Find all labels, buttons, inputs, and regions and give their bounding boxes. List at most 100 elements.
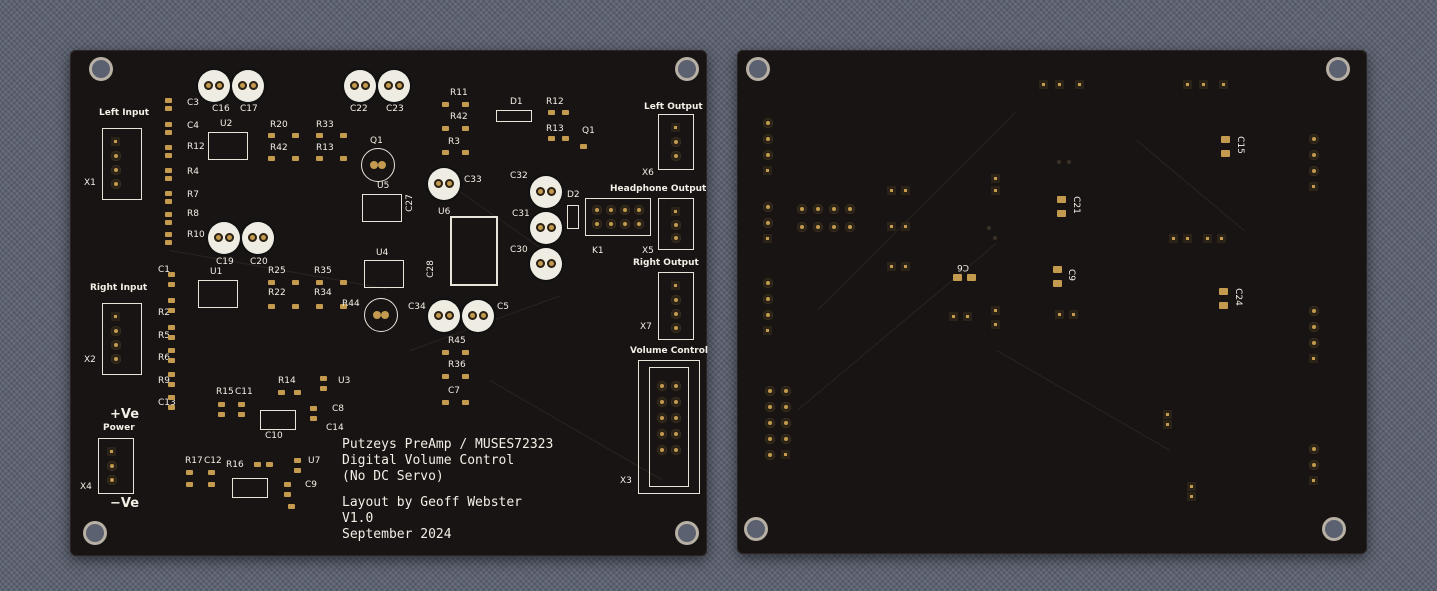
ref-r25: R25 bbox=[268, 266, 286, 276]
ref-u5: U5 bbox=[377, 181, 390, 191]
capacitor-c36 bbox=[364, 298, 398, 332]
ref-back-c15: C15 bbox=[1234, 136, 1245, 154]
ref-c35: Q1 bbox=[370, 136, 383, 146]
capacitor-c17 bbox=[232, 70, 264, 102]
ref-r35: R35 bbox=[314, 266, 332, 276]
label-power-neg: −Ve bbox=[110, 496, 140, 511]
ref-r16: C9 bbox=[305, 480, 318, 490]
capacitor-c35 bbox=[361, 148, 395, 182]
capacitor-c30 bbox=[530, 248, 562, 280]
ref-x1: X1 bbox=[84, 178, 96, 188]
ref-back-c9: C9 bbox=[1066, 268, 1077, 282]
ref-c28: C28 bbox=[425, 260, 436, 278]
ref-r1: R2 bbox=[158, 308, 170, 318]
ref-c5: C5 bbox=[497, 302, 510, 312]
capacitor-c16 bbox=[198, 70, 230, 102]
mounting-hole bbox=[1325, 520, 1343, 538]
ref-r44: R45 bbox=[448, 336, 466, 346]
connector-x7 bbox=[658, 272, 694, 340]
ref-c17: C17 bbox=[240, 104, 258, 114]
capacitor-c23 bbox=[378, 70, 410, 102]
connector-x6 bbox=[658, 114, 694, 170]
ref-r17: R16 bbox=[226, 460, 244, 470]
ref-c20: C20 bbox=[250, 257, 268, 267]
ref-k1: K1 bbox=[592, 246, 604, 256]
mounting-hole bbox=[678, 524, 696, 542]
pcb-back: C15 C21 C6 C9 C24 bbox=[737, 50, 1367, 554]
relay-k1 bbox=[585, 198, 651, 236]
ref-c7: R15 bbox=[216, 387, 234, 397]
ref-r8: R8 bbox=[187, 209, 199, 219]
ref-u2: U2 bbox=[220, 119, 233, 129]
ref-back-c21: C21 bbox=[1070, 196, 1081, 214]
label-left-output: Left Output bbox=[644, 102, 703, 112]
label-power-pos: +Ve bbox=[110, 407, 140, 422]
connector-x2 bbox=[102, 303, 142, 375]
ref-r42: R42 bbox=[450, 112, 468, 122]
ref-x4: X4 bbox=[80, 482, 92, 492]
ref-c16: C16 bbox=[212, 104, 230, 114]
capacitor-c34 bbox=[428, 300, 460, 332]
pcb-front: Left Input X1 Right Input X2 +Ve Power X… bbox=[70, 50, 708, 556]
ref-c4: C4 bbox=[187, 121, 200, 131]
capacitor-c31 bbox=[530, 212, 562, 244]
ref-r11: R11 bbox=[450, 88, 468, 98]
ref-r13: R13 bbox=[546, 124, 564, 134]
ref-r6: R9 bbox=[158, 376, 170, 386]
ref-r33: R33 bbox=[316, 120, 334, 130]
label-left-input: Left Input bbox=[99, 108, 150, 118]
ref-r15: R14 bbox=[278, 376, 296, 386]
ref-c12: U7 bbox=[308, 456, 321, 466]
ref-u6: U6 bbox=[438, 207, 451, 217]
ref-r34: R34 bbox=[314, 288, 332, 298]
ref-x2: X2 bbox=[84, 355, 96, 365]
capacitor-c20 bbox=[242, 222, 274, 254]
ic-u6 bbox=[450, 216, 498, 286]
title-line3: (No DC Servo) bbox=[342, 469, 444, 484]
mounting-hole bbox=[749, 60, 767, 78]
capacitor-c19 bbox=[208, 222, 240, 254]
ref-r10: R10 bbox=[187, 230, 205, 240]
ref-u3: C10 bbox=[265, 431, 283, 441]
ref-r14: C8 bbox=[332, 404, 345, 414]
ic-u4 bbox=[364, 260, 404, 288]
title-line1: Putzeys PreAmp / MUSES72323 bbox=[342, 437, 554, 452]
board-title-block: Putzeys PreAmp / MUSES72323 Digital Volu… bbox=[342, 437, 553, 543]
title-line6: September 2024 bbox=[342, 527, 452, 542]
label-headphone-output: Headphone Output bbox=[610, 184, 707, 194]
capacitor-c32 bbox=[530, 176, 562, 208]
ref-r20: R20 bbox=[270, 120, 288, 130]
ref-r45: R36 bbox=[448, 360, 466, 370]
connector-x3 bbox=[638, 360, 700, 494]
ref-c36: R44 bbox=[342, 299, 360, 309]
ref-r12: R12 bbox=[546, 97, 564, 107]
ref-r36: C7 bbox=[448, 386, 461, 396]
capacitor-c5 bbox=[462, 300, 494, 332]
ref-u1: U1 bbox=[210, 267, 223, 277]
ref-u4: U4 bbox=[376, 248, 389, 258]
ref-c14: C12 bbox=[204, 456, 222, 466]
ref-c31: C31 bbox=[512, 209, 530, 219]
ic-u5 bbox=[362, 194, 402, 222]
connector-x4 bbox=[98, 438, 134, 494]
ref-q1: Q1 bbox=[582, 126, 595, 136]
label-power: Power bbox=[103, 423, 135, 433]
ic-u7 bbox=[232, 478, 268, 498]
ref-r43: R3 bbox=[448, 137, 460, 147]
ref-c32: C32 bbox=[510, 171, 528, 181]
ref-r4: R4 bbox=[187, 167, 199, 177]
ref-r2: R5 bbox=[158, 331, 170, 341]
ic-u3 bbox=[260, 410, 296, 430]
ref-d2: D2 bbox=[567, 190, 580, 200]
mounting-hole bbox=[92, 60, 110, 78]
ref-d1: D1 bbox=[510, 97, 523, 107]
ref-x3: X3 bbox=[620, 476, 632, 486]
capacitor-c33 bbox=[428, 168, 460, 200]
ref-c30: C30 bbox=[510, 245, 528, 255]
mounting-hole bbox=[678, 60, 696, 78]
ref-c8: C14 bbox=[326, 423, 344, 433]
ref-r21: R42 bbox=[270, 143, 288, 153]
ref-x5: X5 bbox=[642, 246, 654, 256]
ref-x7: X7 bbox=[640, 322, 652, 332]
ref-c22: C22 bbox=[350, 104, 368, 114]
